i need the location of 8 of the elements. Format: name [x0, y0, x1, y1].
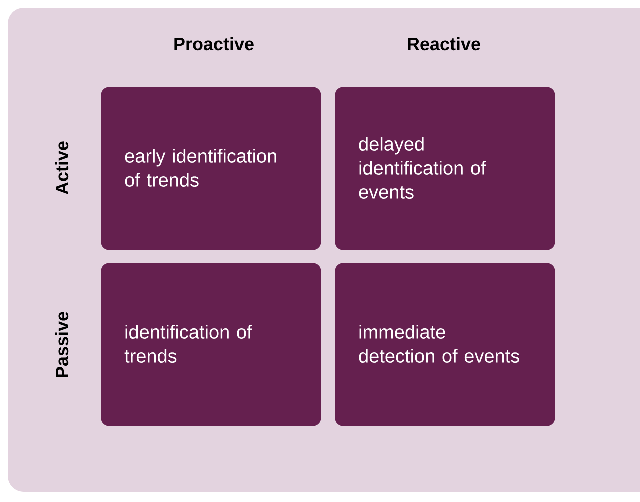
row-header: Active [55, 142, 69, 195]
quadrant-box: immediate detection of events [335, 263, 556, 426]
quadrant-box: identification of trends [101, 263, 322, 426]
row-header: Passive [55, 312, 69, 378]
quadrant-box: early identification of trends [101, 87, 322, 250]
column-header: Proactive [174, 37, 254, 51]
column-header: Reactive [408, 37, 480, 51]
quadrant-box: delayed identification of events [335, 87, 556, 250]
